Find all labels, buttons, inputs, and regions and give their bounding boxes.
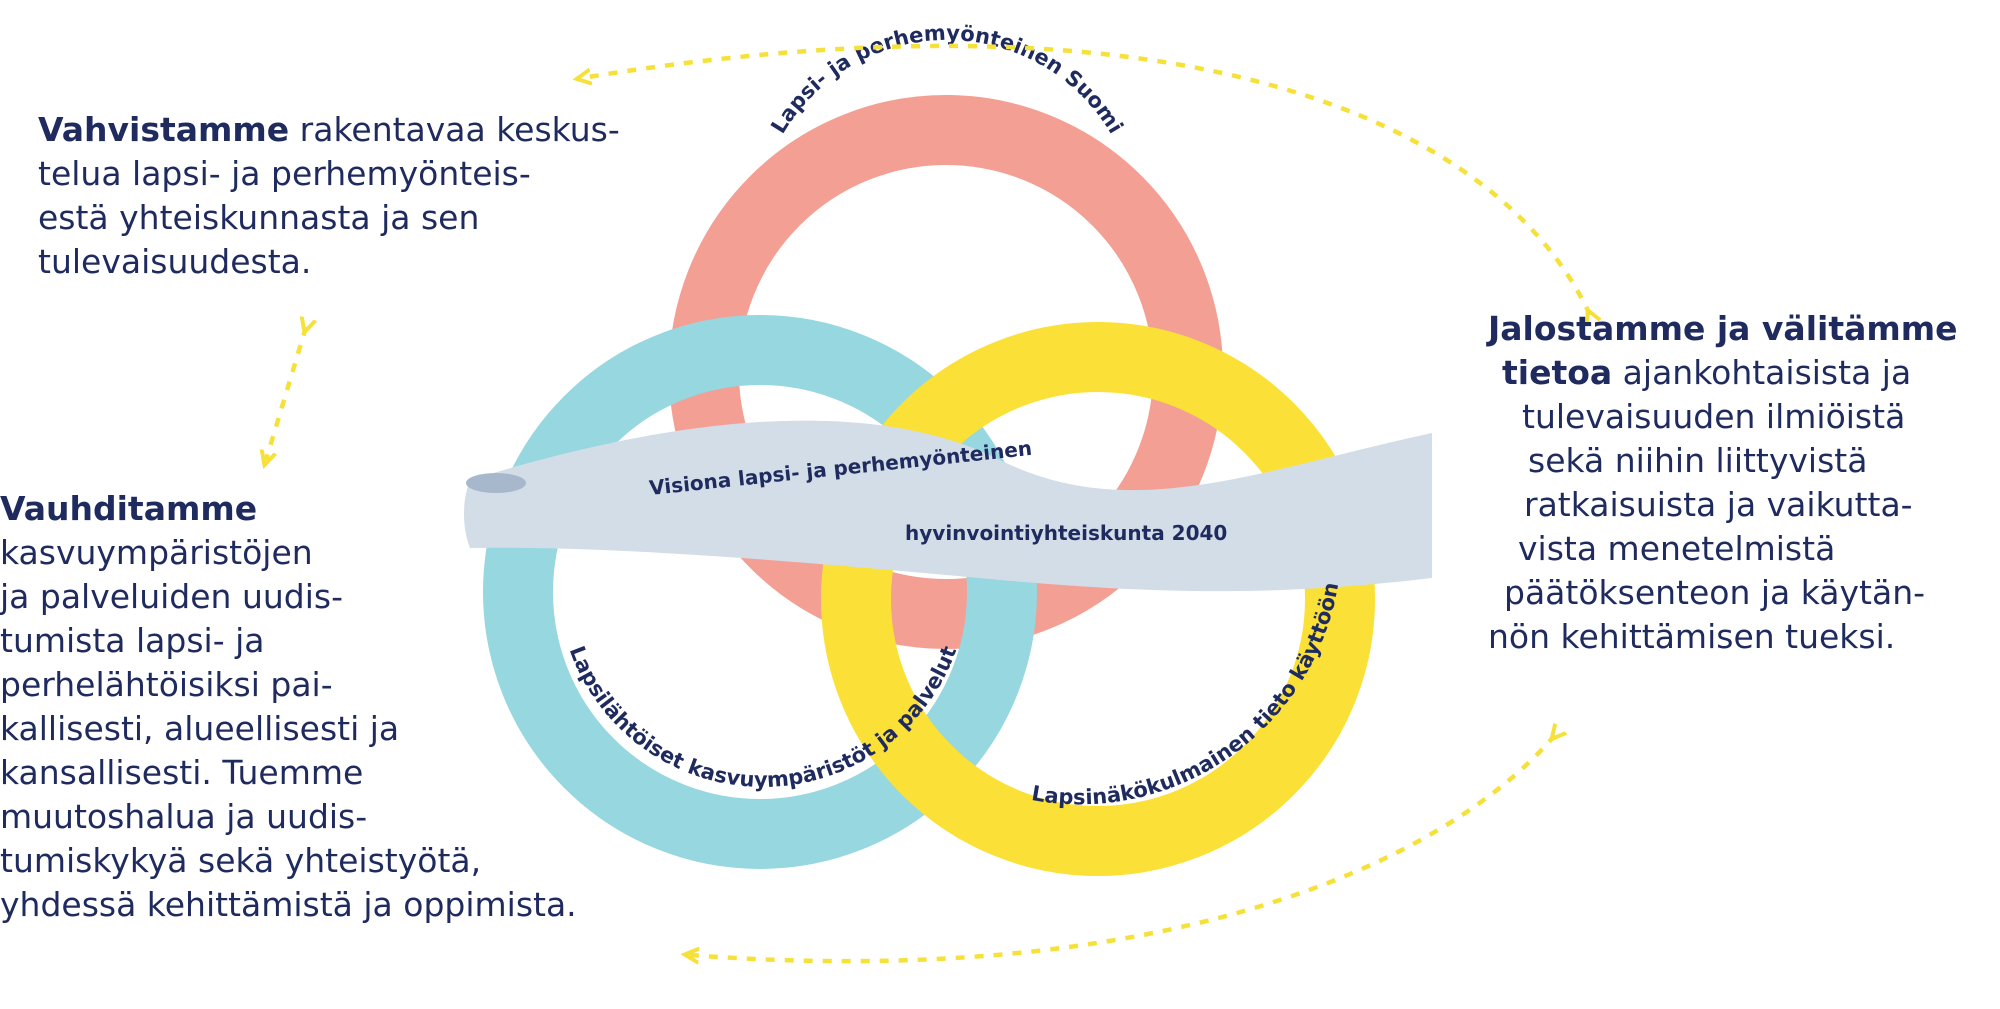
- text-line: tumista lapsi- ja: [0, 621, 265, 660]
- arrow-top: [582, 43, 1590, 315]
- text-line: vista menetelmistä: [1518, 529, 1836, 568]
- text-line: estä yhteiskunnasta ja sen: [38, 198, 480, 237]
- vision-ribbon: [464, 420, 1432, 592]
- text-line: kasvuympäristöjen: [0, 533, 313, 572]
- text-line: kallisesti, alueellisesti ja: [0, 709, 400, 748]
- text-block-jalostamme: Jalostamme ja välitämme tietoa ajankohta…: [1488, 307, 1958, 659]
- heading-vahvistamme: Vahvistamme: [38, 110, 290, 149]
- text-line: ja palveluiden uudis-: [0, 577, 344, 616]
- text-line: tulevaisuuden ilmiöistä: [1522, 397, 1906, 436]
- text-line: tumiskykyä sekä yhteistyötä,: [0, 841, 482, 880]
- heading-tietoa: tietoa: [1502, 353, 1613, 392]
- text-line: ajankohtaisista ja: [1612, 353, 1912, 392]
- heading-jalostamme: Jalostamme ja välitämme: [1488, 309, 1958, 348]
- text-line: tulevaisuudesta.: [38, 242, 312, 281]
- text-block-vauhditamme: Vauhditamme kasvuympäristöjen ja palvelu…: [0, 487, 577, 927]
- text-line: muutoshalua ja uudis-: [0, 797, 368, 836]
- text-line: päätöksenteon ja käytän-: [1504, 573, 1926, 612]
- text-line: telua lapsi- ja perhemyönteis-: [38, 154, 531, 193]
- text-line: yhdessä kehittämistä ja oppimista.: [0, 885, 577, 924]
- ribbon-line-2: hyvinvointiyhteiskunta 2040: [905, 521, 1227, 545]
- text-line: kansallisesti. Tuemme: [0, 753, 364, 792]
- heading-vauhditamme: Vauhditamme: [0, 489, 258, 528]
- text-block-vahvistamme: Vahvistamme rakentavaa keskus- telua lap…: [38, 108, 620, 284]
- text-line: rakentavaa keskus-: [289, 110, 620, 149]
- arrow-bottom: [690, 735, 1555, 961]
- text-line: sekä niihin liittyvistä: [1528, 441, 1868, 480]
- text-line: nön kehittämisen tueksi.: [1488, 617, 1896, 656]
- text-line: ratkaisuista ja vaikutta-: [1524, 485, 1913, 524]
- arrow-left: [266, 327, 306, 460]
- ribbon-end-shade: [466, 473, 526, 493]
- text-line: perhelähtöisiksi pai-: [0, 665, 333, 704]
